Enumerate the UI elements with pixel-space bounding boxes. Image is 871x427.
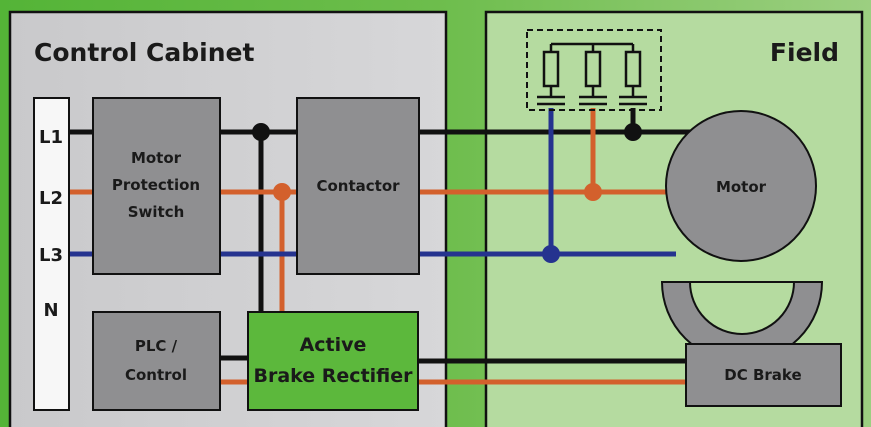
dc-brake: [685, 343, 842, 407]
plc-label-1: PLC /: [135, 337, 178, 355]
resistor-network: [526, 29, 662, 111]
rectifier-label-1: Active: [300, 334, 367, 356]
motor-label: Motor: [716, 178, 767, 196]
mps-label-1: Motor: [131, 149, 182, 167]
active-brake-rectifier: [247, 311, 419, 411]
terminal-rail: [33, 97, 70, 411]
junction-res-l3: [542, 245, 560, 263]
mps-label-3: Switch: [128, 203, 185, 221]
rail-label-l2: L2: [39, 188, 63, 209]
junction-res-l1: [624, 123, 642, 141]
dc-brake-label: DC Brake: [724, 366, 801, 384]
cabinet-title: Control Cabinet: [34, 38, 254, 67]
resistor-network-frame: [526, 29, 662, 111]
mps-label-2: Protection: [112, 176, 200, 194]
rail-label-l3: L3: [39, 245, 63, 266]
plc-label-2: Control: [125, 366, 187, 384]
field-title: Field: [770, 38, 839, 67]
plc-control: [92, 311, 221, 411]
contactor-label: Contactor: [316, 177, 400, 195]
motor-protection-switch: [92, 97, 221, 275]
rectifier-label-2: Brake Rectifier: [253, 365, 413, 387]
junction-dots: [252, 123, 642, 263]
rail-label-l1: L1: [39, 127, 63, 148]
junction-l2: [273, 183, 291, 201]
junction-res-l2: [584, 183, 602, 201]
contactor: [296, 97, 420, 275]
brake-shoe-inner: [688, 281, 796, 335]
rail-label-n: N: [43, 300, 58, 321]
junction-l1: [252, 123, 270, 141]
motor: [665, 110, 817, 262]
